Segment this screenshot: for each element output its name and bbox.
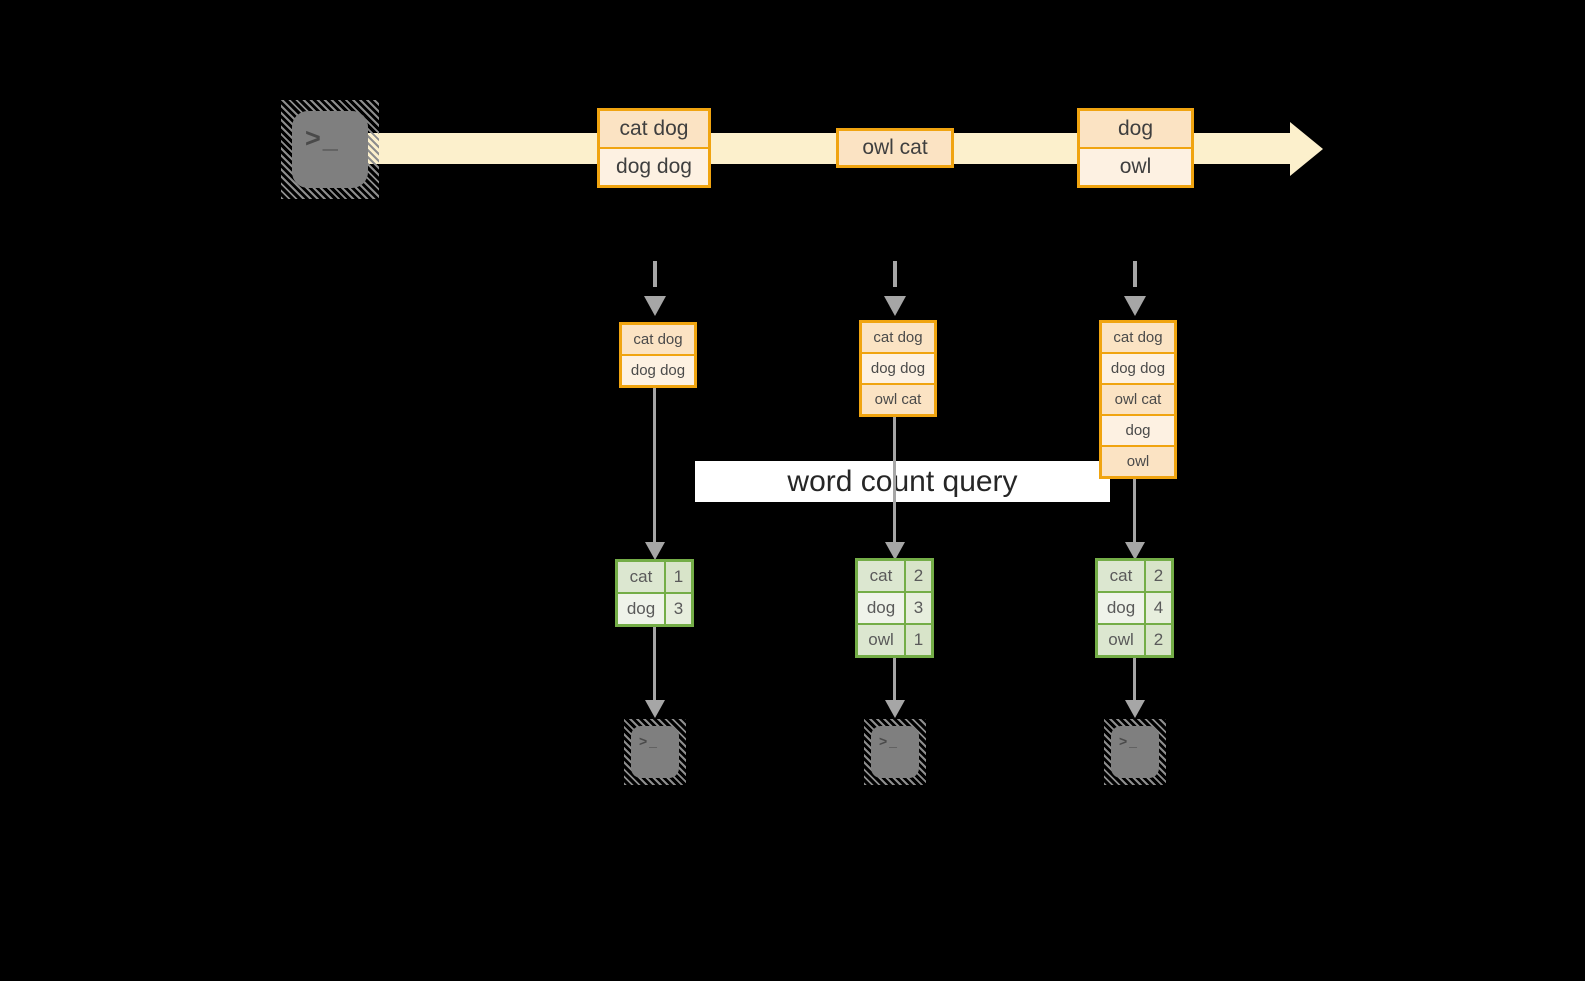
count-word: dog: [618, 594, 664, 624]
connector-line: [1133, 479, 1136, 544]
count-value: 1: [666, 562, 691, 592]
sink-terminal-icon-1: >_: [624, 719, 686, 785]
window-buffer-2: cat dog dog dog owl cat: [859, 320, 937, 417]
terminal-prompt-glyph: >_: [639, 733, 659, 749]
count-word: owl: [1098, 625, 1144, 655]
terminal-screen: >_: [871, 726, 919, 778]
count-value: 3: [906, 593, 931, 623]
window-line: owl cat: [1102, 383, 1174, 414]
sink-terminal-icon-3: >_: [1104, 719, 1166, 785]
window-line: dog dog: [862, 352, 934, 383]
window-line: dog dog: [622, 354, 694, 385]
down-arrowhead-icon: [884, 296, 906, 316]
record-line: owl cat: [839, 131, 951, 165]
down-arrowhead-icon: [1124, 296, 1146, 316]
count-value: 1: [906, 625, 931, 655]
down-arrowhead-icon: [645, 700, 665, 718]
terminal-prompt-glyph: >_: [305, 123, 340, 153]
terminal-screen: >_: [631, 726, 679, 778]
window-buffer-1: cat dog dog dog: [619, 322, 697, 388]
dashed-arrow-segment: [1133, 261, 1137, 287]
window-line: dog dog: [1102, 352, 1174, 383]
query-label-band: word count query: [695, 461, 1110, 502]
window-line: owl cat: [862, 383, 934, 414]
down-arrowhead-icon: [1125, 700, 1145, 718]
count-word: cat: [618, 562, 664, 592]
stream-record-1: cat dog dog dog: [597, 108, 711, 188]
dashed-arrow-segment: [653, 261, 657, 287]
query-label: word count query: [787, 464, 1018, 498]
count-table-3: cat 2 dog 4 owl 2: [1095, 558, 1174, 658]
down-arrowhead-icon: [885, 700, 905, 718]
record-line: dog dog: [600, 147, 708, 185]
connector-line: [653, 388, 656, 544]
source-terminal-icon: >_: [281, 100, 379, 199]
count-table-1: cat 1 dog 3: [615, 559, 694, 627]
connector-line: [893, 417, 896, 544]
dashed-arrow-segment: [893, 261, 897, 287]
down-arrowhead-icon: [1125, 542, 1145, 560]
stream-record-2: owl cat: [836, 128, 954, 168]
sink-terminal-icon-2: >_: [864, 719, 926, 785]
stream-arrow-head: [1290, 122, 1323, 176]
window-line: cat dog: [622, 325, 694, 354]
terminal-screen: >_: [1111, 726, 1159, 778]
count-word: cat: [858, 561, 904, 591]
terminal-screen: >_: [292, 111, 368, 188]
record-line: owl: [1080, 147, 1191, 185]
connector-line: [653, 627, 656, 701]
window-line: owl: [1102, 445, 1174, 476]
count-value: 2: [906, 561, 931, 591]
count-value: 3: [666, 594, 691, 624]
record-line: dog: [1080, 111, 1191, 147]
terminal-prompt-glyph: >_: [1119, 733, 1139, 749]
count-word: owl: [858, 625, 904, 655]
count-table-2: cat 2 dog 3 owl 1: [855, 558, 934, 658]
window-line: cat dog: [1102, 323, 1174, 352]
count-value: 2: [1146, 625, 1171, 655]
window-line: dog: [1102, 414, 1174, 445]
count-value: 4: [1146, 593, 1171, 623]
count-word: cat: [1098, 561, 1144, 591]
connector-line: [1133, 658, 1136, 701]
window-line: cat dog: [862, 323, 934, 352]
count-word: dog: [1098, 593, 1144, 623]
down-arrowhead-icon: [885, 542, 905, 560]
window-buffer-3: cat dog dog dog owl cat dog owl: [1099, 320, 1177, 479]
connector-line: [893, 658, 896, 701]
down-arrowhead-icon: [644, 296, 666, 316]
record-line: cat dog: [600, 111, 708, 147]
count-value: 2: [1146, 561, 1171, 591]
count-word: dog: [858, 593, 904, 623]
down-arrowhead-icon: [645, 542, 665, 560]
terminal-prompt-glyph: >_: [879, 733, 899, 749]
stream-record-3: dog owl: [1077, 108, 1194, 188]
